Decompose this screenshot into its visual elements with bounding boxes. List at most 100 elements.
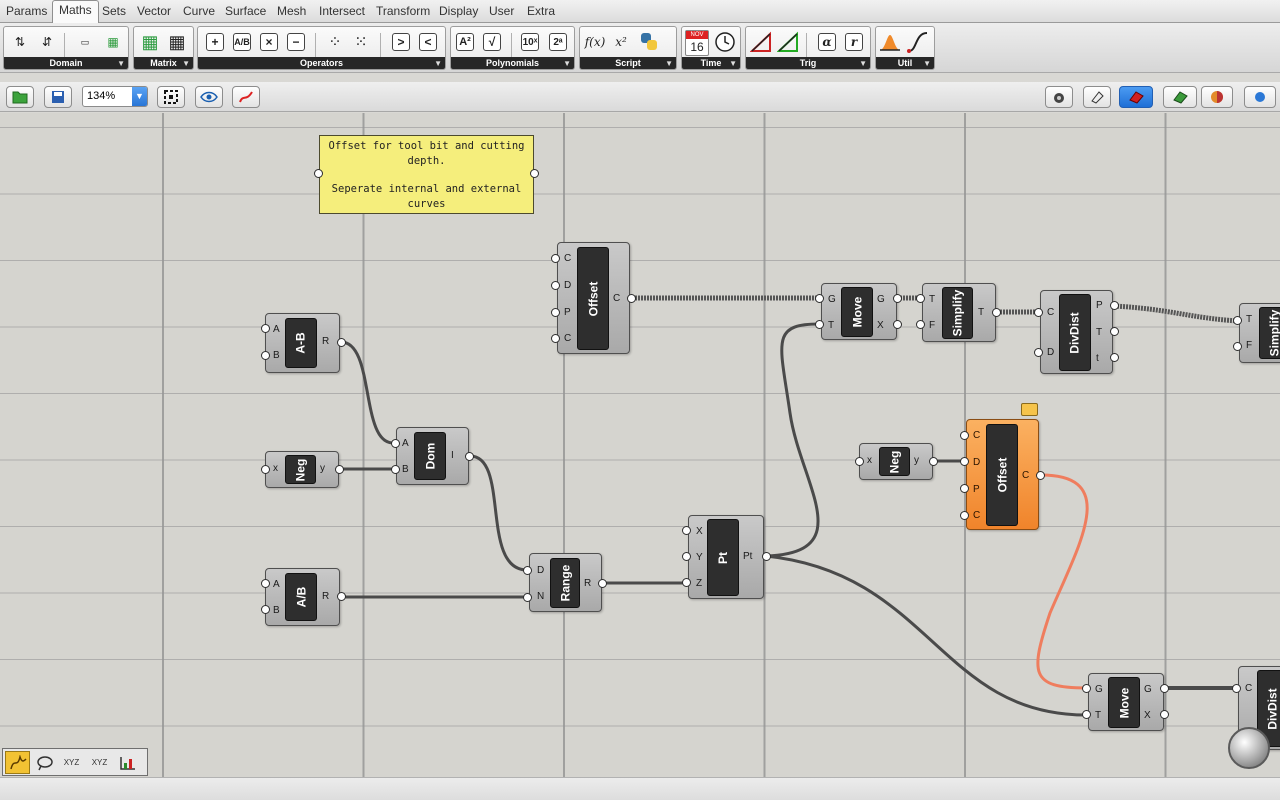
open-file-icon[interactable] [6,86,34,108]
time-panel-dropdown-icon[interactable]: ▼ [729,59,737,68]
graph-icon[interactable] [115,751,140,774]
move-component[interactable]: G T Move G X [1088,673,1164,731]
input-grip[interactable] [916,320,925,329]
bell-curve-icon[interactable] [879,31,901,53]
input-grip[interactable] [682,552,691,561]
power-of-10-icon[interactable]: 10ˣ [521,33,539,51]
input-grip[interactable] [1034,348,1043,357]
zoom-dropdown-icon[interactable]: ▼ [132,87,147,106]
script-panel-dropdown-icon[interactable]: ▼ [665,59,673,68]
curve-icon[interactable] [907,31,929,53]
trig-panel-label[interactable]: Trig [746,57,870,69]
output-grip[interactable] [1110,353,1119,362]
calendar-icon[interactable]: NOV 16 [685,30,709,56]
tab-params[interactable]: Params [6,4,48,18]
time-panel-label[interactable]: Time [682,57,740,69]
triangle-icon[interactable] [750,31,772,53]
addition-icon[interactable]: + [206,33,224,51]
output-grip[interactable] [335,465,344,474]
preview-eye-icon[interactable] [195,86,223,108]
division-icon[interactable]: A/B [233,33,251,51]
matrix-panel-label[interactable]: Matrix [134,57,193,69]
polynomials-panel-dropdown-icon[interactable]: ▼ [563,59,571,68]
operators-panel-dropdown-icon[interactable]: ▼ [434,59,442,68]
script-panel-label[interactable]: Script [580,57,676,69]
polynomials-panel-label[interactable]: Polynomials [451,57,574,69]
input-grip[interactable] [1082,684,1091,693]
output-grip[interactable] [762,552,771,561]
smaller-than-icon[interactable]: < [419,33,437,51]
tab-sets[interactable]: Sets [102,4,127,18]
negative-component[interactable]: x Neg y [859,443,933,480]
offset-curve-component-selected[interactable]: C D P C Offset C [966,419,1039,530]
util-panel-dropdown-icon[interactable]: ▼ [923,59,931,68]
gate-and-icon[interactable]: ⁘ [328,34,342,51]
output-grip[interactable] [1160,710,1169,719]
input-grip[interactable] [960,457,969,466]
output-grip[interactable] [893,320,902,329]
util-panel-label[interactable]: Util [876,57,934,69]
input-grip[interactable] [682,526,691,535]
input-grip[interactable] [551,281,560,290]
output-grip[interactable] [337,592,346,601]
construct-point-component[interactable]: X Y Z Pt Pt [688,515,764,599]
alpha-icon[interactable]: α [818,33,836,51]
subtraction-component[interactable]: A B A-B R [265,313,340,373]
note-output-grip[interactable] [530,169,539,178]
input-grip[interactable] [815,294,824,303]
tab-intersect[interactable]: Intersect [319,4,366,18]
input-grip[interactable] [551,308,560,317]
subtraction-icon[interactable]: − [287,33,305,51]
triangle-green-icon[interactable] [777,31,799,53]
output-grip[interactable] [598,579,607,588]
input-grip[interactable] [1082,710,1091,719]
input-grip[interactable] [523,566,532,575]
output-grip[interactable] [1110,301,1119,310]
input-grip[interactable] [391,465,400,474]
tab-user[interactable]: User [489,4,515,18]
remap-icon[interactable]: ▦ [107,35,119,49]
input-grip[interactable] [261,465,270,474]
xyz-vector-icon[interactable]: XYZ [91,758,108,767]
expression-icon[interactable]: f(x) [584,35,606,49]
matrix-panel-dropdown-icon[interactable]: ▼ [182,59,190,68]
larger-than-icon[interactable]: > [392,33,410,51]
clock-icon[interactable] [714,31,736,53]
note-input-grip[interactable] [314,169,323,178]
square-root-icon[interactable]: √ [483,33,501,51]
sketch-icon[interactable] [232,86,260,108]
draw-mode-icon[interactable] [1163,86,1197,108]
divide-distance-component[interactable]: C D DivDist P T t [1040,290,1113,374]
output-grip[interactable] [893,294,902,303]
tab-surface[interactable]: Surface [225,4,267,18]
output-grip[interactable] [337,338,346,347]
matrix-icon[interactable]: ▦ [141,31,159,52]
xyz-icon[interactable]: XYZ [63,758,80,767]
input-grip[interactable] [1233,342,1242,351]
tab-maths[interactable]: Maths [52,0,99,23]
output-grip[interactable] [929,457,938,466]
radius-icon[interactable]: r [845,33,863,51]
tab-extra[interactable]: Extra [527,4,556,18]
output-grip[interactable] [1110,327,1119,336]
input-grip[interactable] [1233,316,1242,325]
zoom-extents-icon[interactable] [157,86,185,108]
divide-domain-icon[interactable]: ⇅ [14,35,26,49]
input-grip[interactable] [551,254,560,263]
power-of-2-icon[interactable]: 2ᵃ [549,33,567,51]
evaluate-icon[interactable]: x² [615,35,627,49]
input-grip[interactable] [916,294,925,303]
python-icon[interactable] [638,31,660,53]
eraser-icon[interactable] [1083,86,1111,108]
trig-panel-dropdown-icon[interactable]: ▼ [859,59,867,68]
gate-or-icon[interactable]: ⁙ [354,34,368,51]
save-file-icon[interactable] [44,86,72,108]
note-panel[interactable]: Offset for tool bit and cutting depth. S… [319,135,534,214]
range-component[interactable]: D N Range R [529,553,602,612]
input-grip[interactable] [960,431,969,440]
tab-vector[interactable]: Vector [137,4,172,18]
input-grip[interactable] [1232,684,1241,693]
output-grip[interactable] [1036,471,1045,480]
output-grip[interactable] [992,308,1001,317]
tab-curve[interactable]: Curve [183,4,216,18]
